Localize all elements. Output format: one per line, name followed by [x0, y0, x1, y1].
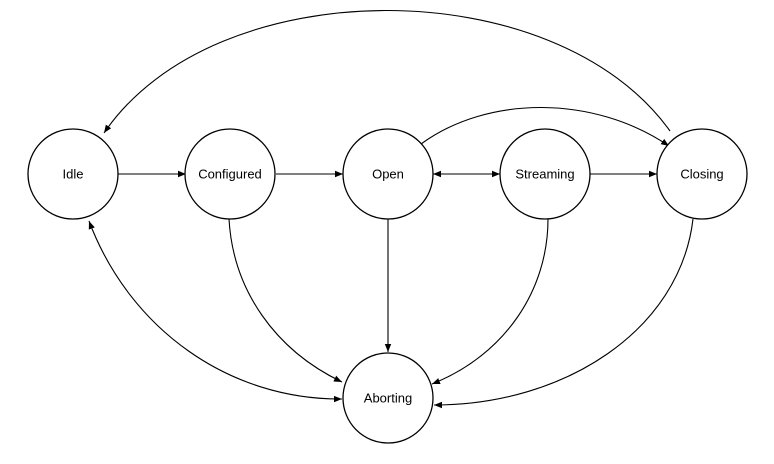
state-closing-label: Closing — [680, 167, 723, 182]
state-aborting: Aborting — [342, 352, 434, 444]
edge-configured-to-aborting — [228, 218, 343, 383]
state-closing: Closing — [656, 128, 748, 220]
state-idle: Idle — [27, 128, 119, 220]
state-streaming: Streaming — [499, 128, 591, 220]
state-aborting-label: Aborting — [364, 391, 412, 406]
edge-closing-to-idle — [103, 9, 671, 134]
state-streaming-label: Streaming — [515, 167, 574, 182]
state-closing-circle — [656, 128, 748, 220]
state-streaming-circle — [499, 128, 591, 220]
state-idle-circle — [27, 128, 119, 220]
transitions — [88, 9, 694, 409]
edge-idle-aborting-bidirectional — [88, 220, 343, 403]
state-open: Open — [342, 128, 434, 220]
state-aborting-circle — [342, 352, 434, 444]
state-configured-label: Configured — [198, 167, 262, 182]
state-open-circle — [342, 128, 434, 220]
state-configured-circle — [184, 128, 276, 220]
state-configured: Configured — [184, 128, 276, 220]
edge-closing-to-aborting — [433, 218, 694, 409]
edge-streaming-to-aborting — [431, 218, 549, 385]
state-open-label: Open — [372, 167, 404, 182]
edge-open-to-closing — [420, 107, 670, 147]
state-idle-label: Idle — [63, 167, 84, 182]
